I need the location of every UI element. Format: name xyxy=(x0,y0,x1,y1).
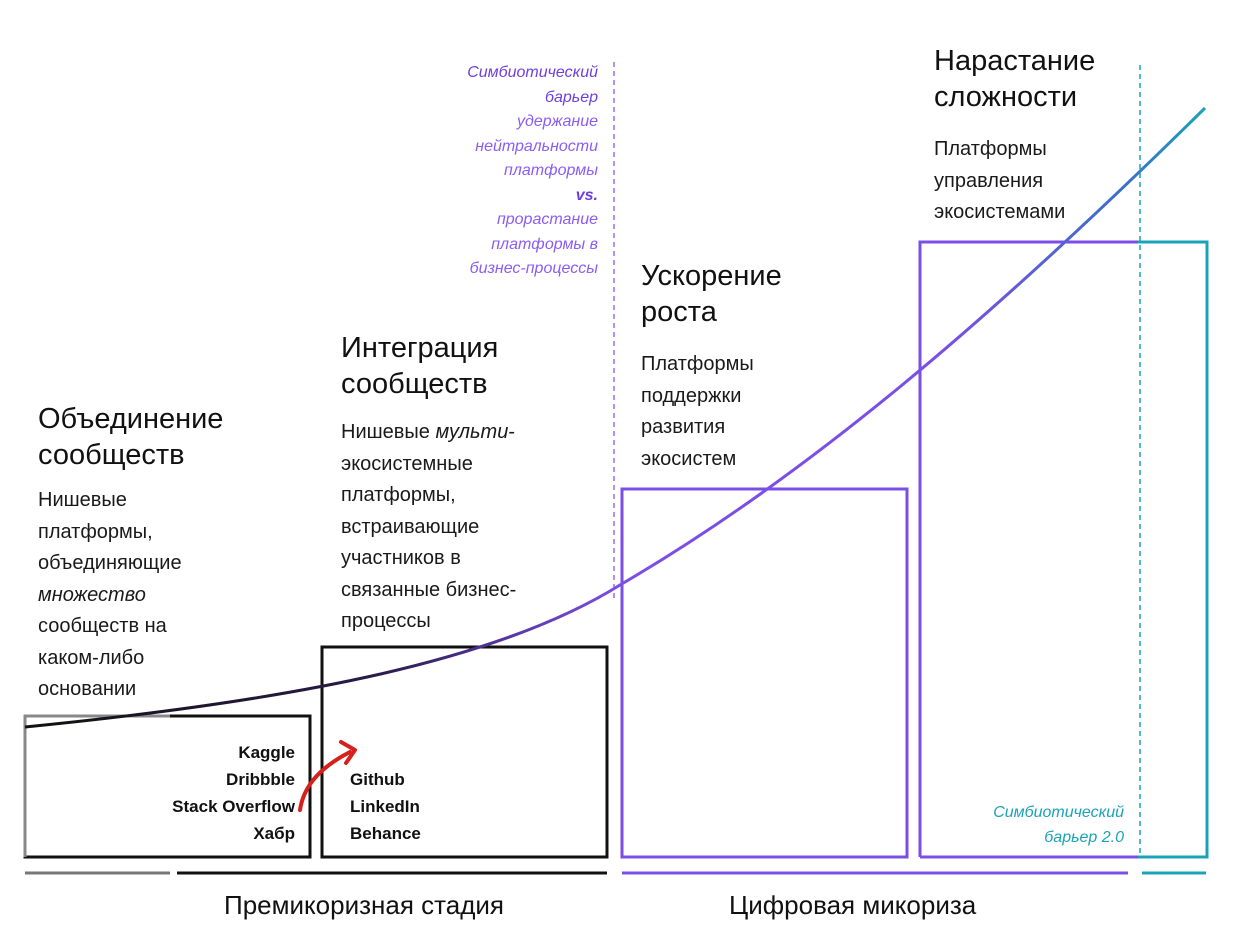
stage-4-desc-line: Платформы xyxy=(934,138,1047,160)
stage-1-description: Нишевые платформы, объединяющие множеств… xyxy=(38,485,182,706)
barrier-line: платформы xyxy=(504,162,598,179)
barrier-line: удержание xyxy=(517,113,598,130)
stage-1-desc-line: Нишевые xyxy=(38,489,127,511)
stage-1-desc-line: множество xyxy=(38,583,146,606)
stage-2-description: Нишевые мульти- экосистемные платформы, … xyxy=(341,417,516,638)
barrier-line: барьер xyxy=(544,88,598,106)
stage-3-desc-line: Платформы xyxy=(641,353,754,375)
barrier-line: прорастание xyxy=(496,211,598,228)
stage-1-desc-line: основании xyxy=(38,678,137,700)
stage-1-desc-line: сообществ на xyxy=(38,615,167,637)
stage-3-desc-line: развития xyxy=(641,416,726,438)
stage-2-title: Интеграция сообществ xyxy=(341,330,498,402)
stage-3-desc-line: экосистем xyxy=(641,447,737,470)
stage-3-desc-line: поддержки xyxy=(641,384,742,407)
stage-4-desc-line: экосистемами xyxy=(934,201,1066,223)
stage-2-examples: Github LinkedIn Behance xyxy=(350,766,421,847)
migration-arrow xyxy=(298,750,352,812)
digital-mycorrhiza-label: Цифровая микориза xyxy=(729,890,977,920)
barrier-line: платформы в xyxy=(491,235,598,253)
stage-1-title-line: сообществ xyxy=(38,439,185,471)
stage-3-description: Платформы поддержки развития экосистем xyxy=(641,349,754,475)
stage-2-desc-line: встраивающие xyxy=(341,515,480,538)
stage-3-title: Ускорение роста xyxy=(641,258,782,330)
stage-4-title-line: сложности xyxy=(934,81,1078,113)
symbiotic-barrier-2-label: Симбиотический барьер 2.0 xyxy=(993,801,1124,850)
stage-2-desc-line: связанные бизнес- xyxy=(341,578,517,601)
example-platform: Github xyxy=(350,770,405,789)
example-platform: Behance xyxy=(350,824,421,843)
example-platform: Kaggle xyxy=(238,743,295,762)
stage-2-desc-line: Нишевые мульти- xyxy=(341,421,515,443)
example-platform: LinkedIn xyxy=(350,797,420,816)
stage-1-desc-line: платформы, xyxy=(38,520,153,543)
stage-2-desc-line: процессы xyxy=(341,610,431,632)
symbiotic-barrier-label: Симбиотический барьер удержание нейтраль… xyxy=(467,61,598,282)
barrier-line: бизнес-процессы xyxy=(469,260,598,277)
stage-1-desc-line: каком-либо xyxy=(38,646,145,669)
stage-3-title-line: Ускорение xyxy=(641,260,782,292)
migration-arrow-head xyxy=(339,740,357,765)
premycorrhizal-stage-label: Премикоризная стадия xyxy=(224,890,505,920)
stage-1-title-line: Объединение xyxy=(38,403,224,435)
example-platform: Stack Overflow xyxy=(172,797,295,816)
stage-4-title-line: Нарастание xyxy=(934,45,1096,77)
italic-emphasis: мульти xyxy=(435,421,509,443)
barrier-2-line-text: барьер 2.0 xyxy=(1044,828,1124,846)
stage-4-title: Нарастание сложности xyxy=(934,43,1095,115)
stage-1-examples: Kaggle Dribbble Stack Overflow Хабр xyxy=(172,739,295,847)
stage-4-desc-line: управления xyxy=(934,169,1044,192)
stage-1-desc-line: объединяющие xyxy=(38,552,182,574)
stage-3-box xyxy=(620,487,909,859)
stage-2-desc-line: платформы, xyxy=(341,484,456,506)
stage-4-box-teal-part xyxy=(1138,240,1209,859)
stage-2-desc-line: участников в xyxy=(341,547,461,569)
stage-1-box-fade xyxy=(23,714,170,857)
stage-2-title-line: сообществ xyxy=(341,368,488,400)
stage-3-title-line: роста xyxy=(641,296,717,328)
stage-4-description: Платформы управления экосистемами xyxy=(934,134,1065,229)
barrier-line: Симбиотический xyxy=(467,64,598,81)
stage-2-title-line: Интеграция xyxy=(341,332,499,364)
stage-2-desc-line: экосистемные xyxy=(341,452,473,475)
barrier-2-line-text: Симбиотический xyxy=(993,804,1124,821)
example-platform: Хабр xyxy=(253,824,295,843)
barrier-line: нейтральности xyxy=(475,137,598,155)
example-platform: Dribbble xyxy=(226,770,295,789)
growth-curve xyxy=(24,106,1207,729)
stage-2-box xyxy=(320,645,609,859)
stage-1-title: Объединение сообществ xyxy=(38,401,223,473)
barrier-line: vs. xyxy=(575,186,598,204)
